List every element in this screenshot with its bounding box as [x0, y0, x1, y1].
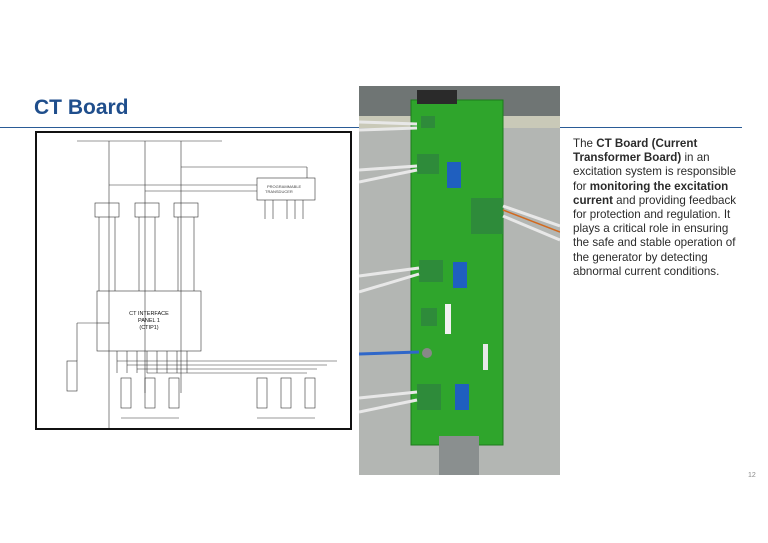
svg-text:TRANSDUCER: TRANSDUCER — [265, 189, 293, 194]
schematic-svg: PROGRAMMABLE TRANSDUCER CT INTERFACE PAN… — [66, 140, 337, 428]
interface-label-2: PANEL 1 — [138, 318, 160, 324]
ct-board-photo-svg — [359, 86, 560, 475]
description-text: The CT Board (Current Transformer Board)… — [573, 137, 745, 279]
interface-label-1: CT INTERFACE — [129, 311, 169, 317]
ct-schematic-diagram: PROGRAMMABLE TRANSDUCER CT INTERFACE PAN… — [35, 131, 352, 430]
page-number: 12 — [748, 472, 756, 479]
desc-bold-monitoring: monitoring the excitation current — [573, 179, 729, 207]
svg-text:PROGRAMMABLE: PROGRAMMABLE — [267, 184, 302, 189]
slide-title: CT Board — [34, 96, 129, 119]
desc-text-1: The — [573, 137, 597, 150]
desc-text-2: in an excitation system is responsible f… — [573, 151, 737, 193]
ct-board-photo — [359, 86, 560, 475]
desc-bold-ct-board: CT Board (Current Transformer Board) — [573, 137, 698, 165]
interface-label-3: (CTIP1) — [139, 325, 158, 331]
desc-text-3: and providing feedback for protection an… — [573, 193, 737, 278]
